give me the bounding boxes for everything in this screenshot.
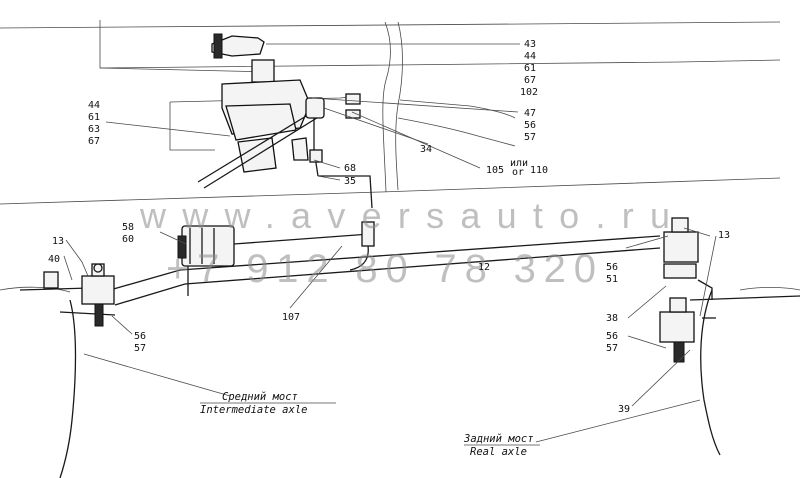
relay-valve: [177, 221, 375, 296]
chamber-left: [81, 275, 115, 305]
label-57-right: 57: [606, 343, 618, 354]
label-13-left: 13: [52, 236, 64, 247]
caption-middle-en: Intermediate axle: [200, 404, 307, 416]
label-61: 61: [524, 63, 536, 74]
label-12: 12: [478, 262, 490, 273]
label-34: 34: [420, 144, 432, 155]
label-105: 105: [486, 165, 504, 176]
label-107: 107: [282, 312, 300, 323]
label-51: 51: [606, 274, 618, 285]
label-40: 40: [48, 254, 60, 265]
chassis-outline: [0, 20, 800, 293]
label-38: 38: [606, 313, 618, 324]
axle-captions: Средний мост Intermediate axle Задний мо…: [200, 391, 540, 458]
middle-axle: [19, 235, 661, 478]
label-58: 58: [122, 222, 134, 233]
label-68: 68: [344, 163, 356, 174]
label-43: 43: [524, 39, 536, 50]
label-35: 35: [344, 176, 356, 187]
callout-labels: 43 44 61 67 102 44 61 63 67 47 56 57 34 …: [48, 39, 730, 415]
rear-axle: [659, 217, 800, 456]
label-110: 110: [530, 165, 548, 176]
label-39: 39: [618, 404, 630, 415]
valve-assembly: [197, 33, 373, 209]
label-ili: или: [510, 158, 528, 169]
label-57: 57: [524, 132, 536, 143]
label-44: 44: [524, 51, 536, 62]
label-56-left: 56: [134, 331, 146, 342]
chamber-right-upper: [663, 231, 699, 263]
label-56-right-upper: 56: [606, 262, 618, 273]
label-13-right: 13: [718, 230, 730, 241]
label-47: 47: [524, 108, 536, 119]
label-67-left: 67: [88, 136, 100, 147]
caption-rear-ru: Задний мост: [463, 433, 534, 445]
label-102: 102: [520, 87, 538, 98]
caption-middle-ru: Средний мост: [222, 391, 298, 403]
label-63: 63: [88, 124, 100, 135]
caption-rear-en: Real axle: [470, 446, 527, 458]
label-57-left: 57: [134, 343, 146, 354]
label-or: or: [512, 167, 524, 178]
label-60: 60: [122, 234, 134, 245]
label-56-right: 56: [606, 331, 618, 342]
label-56: 56: [524, 120, 536, 131]
label-44-left: 44: [88, 100, 100, 111]
label-67: 67: [524, 75, 536, 86]
leader-lines: [63, 43, 717, 443]
label-61-left: 61: [88, 112, 100, 123]
chamber-right-lower: [659, 311, 695, 343]
